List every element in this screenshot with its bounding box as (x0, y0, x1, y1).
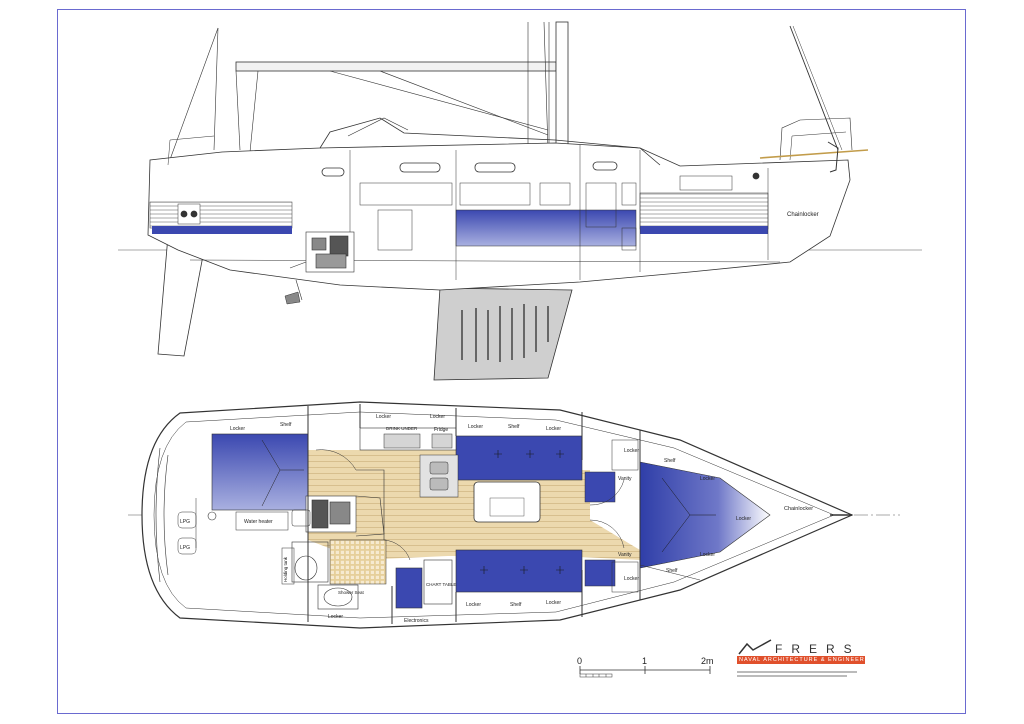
scale-tick-1: 1 (642, 656, 647, 666)
vanity-label: Vanity (618, 552, 632, 558)
locker-label: Locker (376, 414, 391, 420)
engine (289, 231, 355, 273)
coachroof (319, 117, 661, 166)
boom (235, 61, 557, 72)
chainlocker-label-plan: Chainlocker (784, 506, 813, 512)
locker-label: Locker (466, 602, 481, 608)
plan-labels: Locker Locker Locker Shelf Locker Locker… (180, 414, 813, 624)
fridge (431, 433, 453, 449)
shelf-label: Shelf (666, 568, 678, 574)
chart-table-label: CHART TABLE (426, 582, 456, 587)
logo-name: FRERS (775, 642, 861, 656)
frers-logo: FRERS NAVAL ARCHITECTURE & ENGINEERING (737, 638, 877, 674)
logo-contact-lines (737, 669, 867, 681)
toilet (294, 555, 318, 581)
logo-swoosh-icon (738, 639, 772, 655)
vanity-label: Vanity (618, 476, 632, 482)
engine-plan (305, 495, 385, 537)
locker-label: Locker (700, 476, 715, 482)
shelf-label: Shelf (664, 458, 676, 464)
berth-aft (152, 226, 292, 234)
electronics-label: Electronics (404, 618, 429, 624)
logo-subtitle: NAVAL ARCHITECTURE & ENGINEERING (739, 657, 878, 663)
shower-seat-label: Shower Seat (338, 590, 365, 595)
logo-bar (737, 656, 865, 664)
scale-tick-0: 0 (577, 656, 582, 666)
portlight (399, 162, 441, 173)
drink-under-label: DRINK UNDER (386, 426, 418, 431)
keel (433, 287, 573, 381)
sink (429, 477, 449, 491)
sink (429, 461, 449, 475)
shelf-label: Shelf (510, 602, 522, 608)
locker-label: Locker (700, 552, 715, 558)
water-heater-label: Water heater (244, 519, 273, 525)
galley-side (419, 454, 459, 498)
keel-bolts (461, 304, 549, 362)
settee-port (455, 549, 583, 593)
side-profile (118, 21, 922, 381)
berth-forward (640, 226, 768, 234)
shelf-label: Shelf (280, 422, 292, 428)
stove (383, 433, 421, 449)
aft-berth (211, 433, 309, 511)
locker-label: Locker (624, 448, 639, 454)
lpg-label: LPG (180, 545, 190, 551)
head-room (291, 541, 329, 583)
portlight (592, 161, 618, 171)
chart-table (423, 559, 453, 605)
shelf-label: Shelf (508, 424, 520, 430)
plan-view (128, 401, 900, 629)
holding-tank-label: Holding tank (283, 556, 288, 582)
scale-bar: 0 1 2m (577, 656, 714, 678)
locker-label: Locker (328, 614, 343, 620)
berth-saloon (455, 209, 637, 247)
shower-grating (329, 539, 387, 585)
locker-label: Locker (546, 426, 561, 432)
locker-label: Locker (430, 414, 445, 420)
portlight (321, 167, 345, 177)
fridge-label: Fridge (434, 427, 448, 433)
chainlocker-label-profile: Chainlocker (787, 212, 819, 218)
drawing-frame (57, 9, 966, 714)
locker-label: Locker (736, 516, 751, 522)
locker-label: Locker (546, 600, 561, 606)
portlight (474, 162, 516, 173)
scale-tick-2: 2m (701, 656, 714, 666)
lpg-label: LPG (180, 519, 190, 525)
locker-label: Locker (468, 424, 483, 430)
locker-label: Locker (624, 576, 639, 582)
settee-starboard (455, 435, 583, 481)
locker-label: Locker (230, 426, 245, 432)
nav-seat (395, 567, 423, 609)
mast (555, 21, 569, 148)
